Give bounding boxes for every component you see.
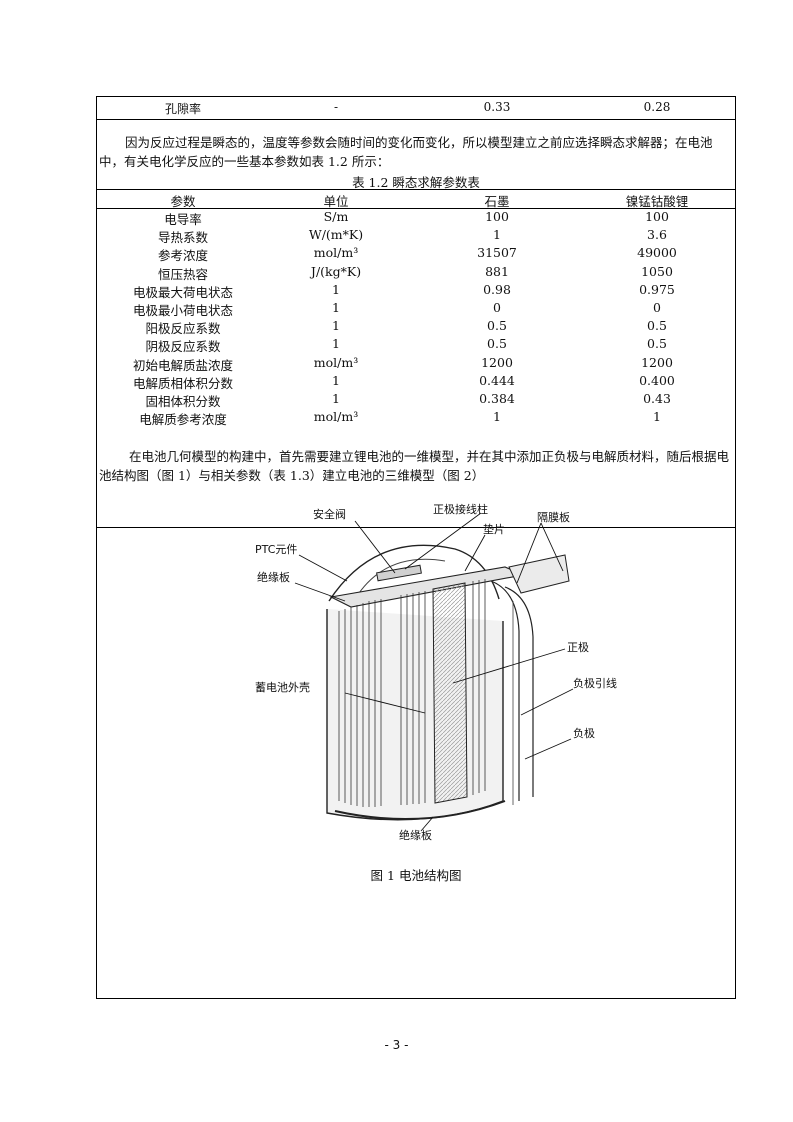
row-graphite: 0.33: [483, 100, 511, 114]
header-param: 参数: [170, 194, 196, 209]
table-cell: 导热系数: [157, 230, 209, 246]
table-cell: 1: [332, 391, 340, 406]
label-pos-terminal: 正极接线柱: [433, 502, 488, 516]
label-insulator-bottom: 绝缘板: [399, 828, 432, 841]
table-cell: 1050: [641, 263, 673, 279]
table-header: 参数 单位 石墨 镍锰钴酸锂: [97, 190, 735, 209]
table-cell: 0: [493, 300, 501, 315]
table-cell: 电极最小荷电状态: [132, 303, 234, 318]
paragraph-intro: 因为反应过程是瞬态的，温度等参数会随时间的变化而变化，所以模型建立之前应选择瞬态…: [99, 135, 713, 169]
table-cell: 阴极反应系数: [145, 339, 221, 355]
table-cell: 0: [653, 300, 661, 315]
table-cell: 31507: [477, 245, 517, 261]
table-cell: 100: [485, 209, 509, 224]
table-cell: 100: [645, 209, 669, 224]
case-shape: [326, 609, 504, 821]
table-cell: 0.5: [487, 318, 507, 334]
table-cell: 0.5: [487, 336, 507, 352]
label-separator: 隔膜板: [537, 510, 570, 524]
table-cell: 1: [332, 300, 340, 315]
row-unit: -: [333, 100, 339, 114]
table-cell: S/m: [323, 209, 349, 224]
header-unit: 单位: [323, 194, 349, 209]
table-cell: 0.444: [479, 372, 515, 388]
label-negative: 负极: [573, 726, 595, 740]
table-cell: 1: [493, 227, 501, 243]
table-cell: mol/m³: [313, 409, 359, 425]
table-cell: 0.43: [643, 391, 671, 406]
content-frame: 孔隙率 - 0.33 0.28 因为反应过程是瞬态的，温度等参数会随时间的变化而…: [96, 96, 736, 999]
table-cell: 1200: [641, 354, 673, 370]
label-safety-valve: 安全阀: [313, 507, 346, 521]
table-cell: 电解质相体积分数: [132, 375, 234, 391]
table-cell: 1: [332, 281, 340, 297]
cathode-layer: [432, 582, 468, 804]
figure-caption: 图 1 电池结构图: [370, 868, 462, 883]
table-cell: 1: [653, 409, 661, 425]
table-cell: mol/m³: [313, 245, 359, 261]
separator-sheet: [508, 554, 570, 594]
row-nmc: 0.28: [643, 100, 671, 114]
middle-layers: [400, 579, 486, 805]
row-label: 孔隙率: [164, 102, 202, 116]
table-cell: 1: [332, 372, 340, 388]
paragraph-geometry: 在电池几何模型的构建中，首先需要建立锂电池的一维模型，并在其中添加正负极与电解质…: [99, 449, 730, 483]
table-cell: 1: [493, 409, 501, 425]
label-ptc: PTC元件: [255, 543, 297, 556]
table-cell: 3.6: [647, 227, 667, 243]
leader-lines: [294, 512, 574, 832]
table-cell: 49000: [637, 245, 677, 261]
battery-structure-figure: 安全阀 正极接线柱 PTC元件 垫片 隔膜板 绝缘板 正极 蓄电池外壳 负极引线…: [255, 502, 617, 841]
label-case: 蓄电池外壳: [255, 680, 310, 694]
neg-lead-layer: [490, 580, 520, 801]
left-layers: [338, 599, 382, 807]
label-neg-lead: 负极引线: [573, 676, 617, 690]
header-nmc: 镍锰钴酸锂: [625, 194, 689, 209]
table-cell: 0.400: [639, 372, 675, 388]
table-cell: 0.5: [647, 318, 667, 334]
table-cell: 0.975: [639, 281, 675, 297]
table-cell: 电极最大荷电状态: [132, 284, 234, 300]
bottom-insulator: [334, 800, 506, 820]
table-cell: 0.5: [647, 336, 667, 352]
table-caption: 表 1.2 瞬态求解参数表: [352, 175, 480, 190]
label-insulator-top: 绝缘板: [257, 570, 290, 584]
terminal-plate: [376, 564, 422, 582]
table-cell: 电导率: [164, 212, 202, 227]
table-cell: mol/m³: [313, 354, 359, 370]
neg-layer: [504, 586, 534, 797]
table-cell: 电解质参考浓度: [139, 412, 227, 428]
table-cell: W/(m*K): [308, 227, 364, 243]
table-cell: 1: [332, 318, 340, 334]
page-number: - 3 -: [384, 1038, 409, 1052]
table-cell: 初始电解质盐浓度: [132, 357, 234, 373]
table-cell: 参考浓度: [157, 248, 209, 264]
table-cell: 阳极反应系数: [145, 321, 221, 337]
header-graphite: 石墨: [484, 194, 510, 209]
table-cell: 固相体积分数: [145, 394, 221, 409]
table-cell: J/(kg*K): [310, 263, 362, 279]
dome-inner: [354, 558, 446, 600]
table-cell: 1: [332, 336, 340, 352]
table-cell: 1200: [481, 354, 513, 370]
table-cell: 0.384: [479, 391, 515, 406]
label-gasket: 垫片: [483, 522, 505, 536]
table-cell: 恒压热容: [157, 266, 209, 282]
table-cell: 0.98: [483, 281, 511, 297]
porosity-row: 孔隙率 - 0.33 0.28: [97, 97, 735, 120]
table-cell: 881: [485, 263, 509, 279]
label-positive: 正极: [567, 640, 589, 654]
